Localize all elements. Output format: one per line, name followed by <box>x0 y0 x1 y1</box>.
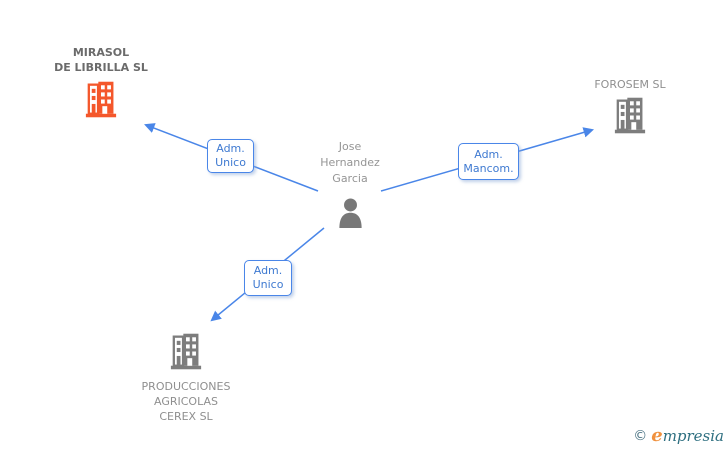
company-name-line: AGRICOLAS <box>154 395 218 408</box>
empresia-wordmark-rest: mpresia <box>662 427 724 445</box>
relationship-label-adm-unico-mirasol: Adm. Unico <box>207 139 254 173</box>
person-name-line: Hernandez <box>320 156 380 169</box>
relationship-label-adm-unico-producciones: Adm. Unico <box>244 260 292 296</box>
person-name: Jose Hernandez Garcia <box>275 139 425 187</box>
person-name-line: Garcia <box>332 172 368 185</box>
copyright-icon: © <box>633 428 648 444</box>
relationship-label-line: Adm. <box>216 142 245 155</box>
company-name: FOROSEM SL <box>555 77 705 92</box>
building-icon <box>614 97 646 138</box>
company-node-producciones[interactable]: PRODUCCIONES AGRICOLAS CEREX SL <box>111 333 261 424</box>
company-name-line: FOROSEM SL <box>594 78 666 91</box>
relationship-label-adm-mancom-forosem: Adm. Mancom. <box>458 143 519 180</box>
person-node-jose-hernandez-garcia[interactable]: Jose Hernandez Garcia <box>275 139 425 232</box>
relationship-label-line: Adm. <box>474 147 503 161</box>
empresia-wordmark: empresia <box>651 425 724 446</box>
person-icon <box>336 198 365 232</box>
company-name-line: DE LIBRILLA SL <box>54 61 148 74</box>
company-node-mirasol[interactable]: MIRASOL DE LIBRILLA SL <box>26 45 176 122</box>
company-name-line: PRODUCCIONES <box>141 380 231 393</box>
company-name: MIRASOL DE LIBRILLA SL <box>26 45 176 75</box>
person-name-line: Jose <box>338 140 362 153</box>
relationship-label-line: Adm. <box>253 264 283 277</box>
company-name-line: CEREX SL <box>159 410 213 423</box>
building-icon <box>85 81 117 122</box>
empresia-logo[interactable]: ©empresia <box>633 425 724 446</box>
company-name: PRODUCCIONES AGRICOLAS CEREX SL <box>111 379 261 424</box>
relationship-label-line: Unico <box>215 156 246 169</box>
building-icon <box>170 333 202 374</box>
company-node-forosem[interactable]: FOROSEM SL <box>555 77 705 138</box>
empresia-wordmark-initial: e <box>651 425 663 446</box>
relationship-label-line: Mancom. <box>463 161 514 175</box>
company-name-line: MIRASOL <box>72 46 130 59</box>
relationship-label-line: Unico <box>252 278 284 291</box>
